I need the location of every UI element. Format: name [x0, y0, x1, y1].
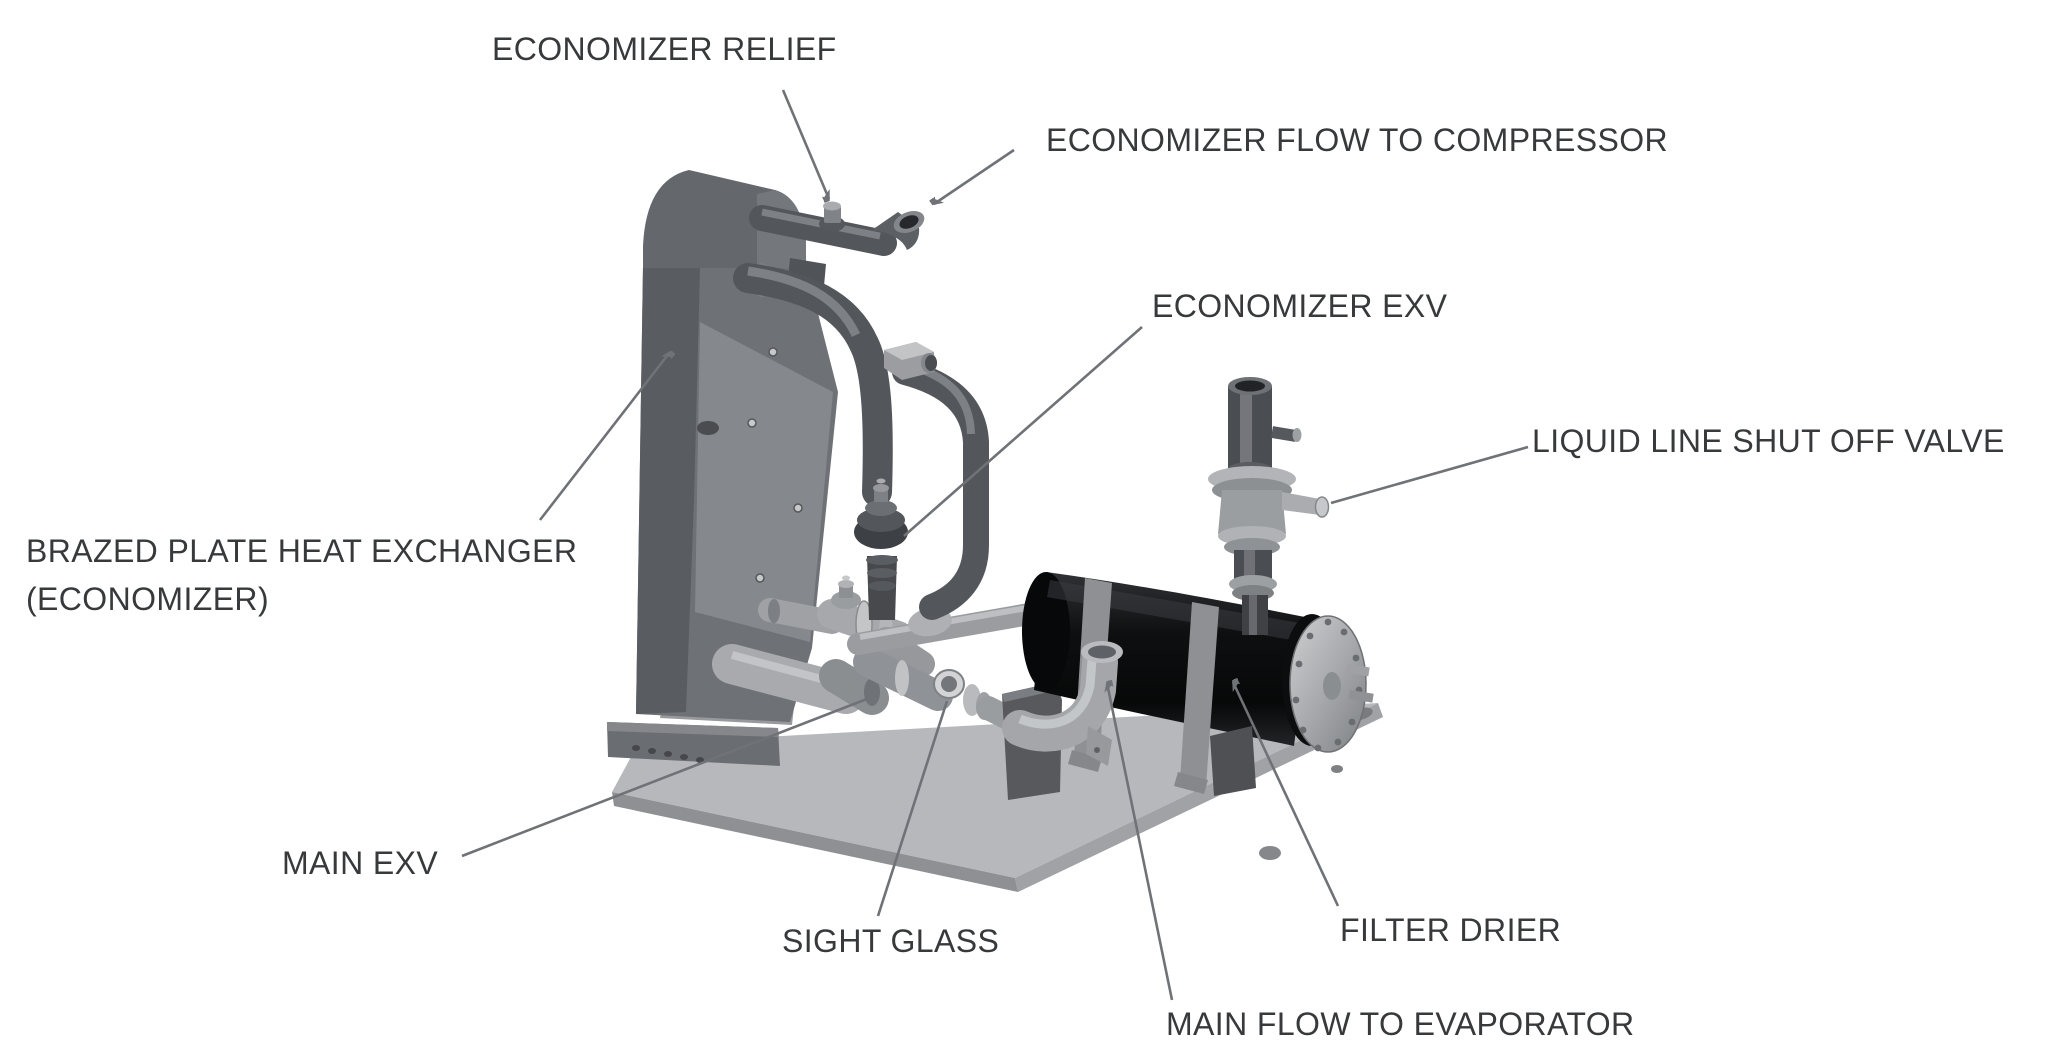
sight-glass-lens: [941, 676, 957, 692]
drier-support-gusset: [1210, 726, 1256, 796]
tower-side-panel: [695, 322, 833, 642]
leader-main-flow: [1107, 683, 1174, 1001]
filter-drier-cylinder: [1022, 572, 1374, 796]
economizer-exv-valve: [854, 478, 908, 620]
label-sight-glass: SIGHT GLASS: [782, 923, 999, 959]
label-brazed-plate-line2: (ECONOMIZER): [26, 581, 269, 617]
panel-hole: [697, 421, 719, 435]
economizer-relief-fitting: [819, 201, 845, 232]
valve-dome: [831, 591, 861, 609]
loop-return-pipe: [892, 359, 989, 620]
leader-economizer-relief: [781, 89, 831, 199]
drier-end-flange: [1289, 615, 1374, 753]
leader-filter-drier: [1233, 682, 1340, 907]
drier-left-cap: [1022, 572, 1070, 690]
leader-economizer-flow: [934, 148, 1015, 204]
liquid-line-shut-off-valve: [1208, 466, 1330, 556]
plate-hole: [1331, 765, 1343, 773]
drier-strap: [1180, 602, 1219, 786]
side-nub: [1271, 426, 1297, 442]
economizer-outlet-pipe: [749, 205, 897, 256]
leader-sight-glass: [876, 700, 949, 917]
leader-main-exv: [461, 695, 873, 858]
label-economizer-relief: ECONOMIZER RELIEF: [492, 31, 837, 67]
leader-liquid-line-valve: [1330, 445, 1529, 505]
label-main-flow-to-evaporator: MAIN FLOW TO EVAPORATOR: [1166, 1006, 1635, 1042]
tower-front-face: [636, 266, 700, 714]
label-brazed-plate-line1: BRAZED PLATE HEAT EXCHANGER: [26, 533, 577, 569]
hex-union-fitting: [884, 342, 937, 380]
top-pipes: [749, 201, 925, 256]
elbow-mount-tab: [1086, 726, 1112, 766]
label-main-exv: MAIN EXV: [282, 845, 438, 881]
tower-foot-holes: [632, 745, 704, 763]
leader-brazed-plate: [538, 352, 670, 521]
economizer-flow-elbow: [872, 210, 925, 250]
label-economizer-flow-to-compressor: ECONOMIZER FLOW TO COMPRESSOR: [1046, 122, 1668, 158]
liquid-line-assembly: [1208, 377, 1330, 635]
label-economizer-exv: ECONOMIZER EXV: [1152, 288, 1448, 324]
evaporator-elbow: [1002, 641, 1123, 766]
label-liquid-line-shut-off-valve: LIQUID LINE SHUT OFF VALVE: [1532, 423, 2005, 459]
label-filter-drier: FILTER DRIER: [1340, 912, 1561, 948]
big-sweep-pipe: [733, 263, 893, 507]
leader-economizer-exv: [903, 326, 1143, 537]
valve-stem-hex: [1282, 492, 1320, 515]
brazed-plate-heat-exchanger-tower: [607, 170, 838, 766]
plate-hole: [1259, 846, 1281, 860]
economizer-pipe-loop: [733, 263, 989, 620]
sight-glass-assembly: [853, 647, 965, 711]
